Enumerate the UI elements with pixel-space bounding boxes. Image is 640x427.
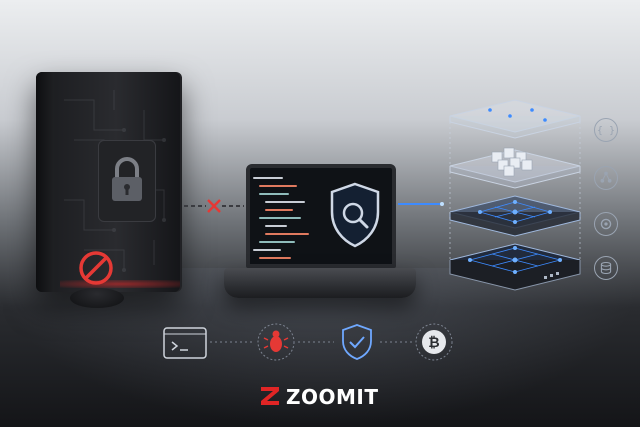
vault-red-glow: [60, 280, 180, 288]
server-stack: [449, 99, 581, 291]
gear-icon: [594, 212, 618, 236]
svg-text:₿: ₿: [428, 335, 439, 351]
laptop-keyboard-base: [224, 268, 416, 298]
side-icon-column: { }: [594, 118, 622, 280]
prohibited-icon: [79, 251, 113, 285]
data-beam: [398, 202, 444, 206]
code-lines: [253, 177, 309, 259]
bitcoin-icon: ₿: [415, 323, 453, 361]
x-mark-icon: [207, 199, 221, 213]
logo-text: ZOOMIT: [286, 385, 379, 409]
padlock-icon: [112, 157, 142, 201]
svg-text:{ }: { }: [597, 126, 615, 137]
blocked-connection: [184, 199, 244, 213]
stack-layer-network: [449, 195, 581, 237]
stack-layer-top: [449, 99, 581, 139]
shield-search-icon: [330, 182, 380, 248]
bottom-icon-row: ₿: [163, 323, 453, 361]
share-nodes-icon: [594, 166, 618, 190]
stack-layer-cubes: [449, 147, 581, 189]
database-icon: [594, 256, 618, 280]
bug-icon: [257, 323, 295, 361]
terminal-icon: [163, 327, 207, 359]
curly-braces-icon: { }: [594, 118, 618, 142]
deny-pedestal: [70, 288, 124, 308]
stack-layer-base: [449, 243, 581, 291]
vault-side-panel: [36, 72, 54, 292]
lock-panel: [98, 140, 156, 222]
zoomit-z-mark-icon: [261, 387, 279, 405]
shield-check-icon: [342, 324, 372, 360]
